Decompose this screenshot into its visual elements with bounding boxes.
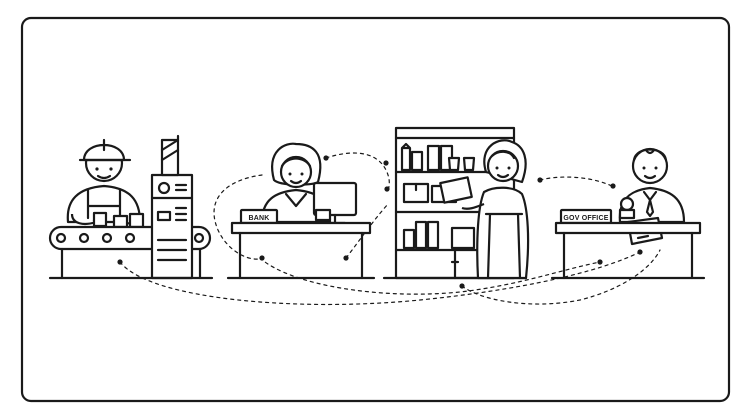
gov-office-sign: GOV OFFICE (559, 208, 613, 225)
bank-desk (226, 221, 376, 280)
factory-scene (48, 134, 214, 280)
machine-icon (150, 134, 194, 280)
flow-node (459, 283, 465, 289)
stamp-icon (618, 196, 636, 220)
box-icon (128, 212, 145, 229)
gov-desk (550, 221, 706, 280)
flow-node (383, 160, 389, 166)
store-scene (382, 126, 530, 280)
flow-node (117, 259, 123, 265)
frame-border (20, 16, 731, 403)
flow-path-store-to-gov-top (539, 176, 613, 187)
gov-office-sign-label: GOV OFFICE (563, 215, 608, 222)
flow-node (610, 183, 616, 189)
gov-scene: GOV OFFICE (550, 147, 706, 280)
computer-monitor-icon (312, 181, 358, 225)
bank-sign-label: BANK (248, 215, 269, 222)
bank-sign: BANK (239, 208, 279, 225)
box-icon (112, 214, 129, 229)
flow-node (384, 186, 390, 192)
flow-node (343, 255, 349, 261)
flow-path-factory-to-gov (119, 251, 641, 306)
flow-node (259, 255, 265, 261)
box-icon (92, 211, 108, 228)
flow-node (637, 249, 643, 255)
flow-path-bank-loop-left (213, 174, 263, 260)
flow-node (323, 155, 329, 161)
flow-node (537, 177, 543, 183)
flow-node (597, 259, 603, 265)
flow-path-store-to-gov-bottom (461, 249, 661, 305)
bank-scene: BANK (226, 142, 376, 280)
shopkeeper-icon (439, 139, 530, 280)
